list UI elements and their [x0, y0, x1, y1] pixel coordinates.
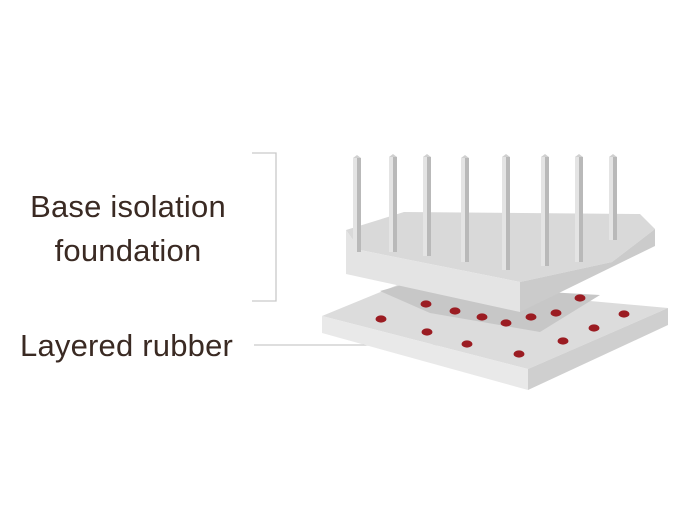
rubber-dot [461, 340, 473, 348]
rubber-dot [550, 309, 562, 317]
rubber-dot [476, 313, 488, 321]
base-isolation-bracket [252, 152, 277, 302]
rubber-dot [574, 294, 586, 302]
pillar [389, 154, 397, 252]
pillars [353, 154, 617, 270]
rubber-dot [421, 328, 433, 336]
pillar [609, 154, 617, 240]
layered-rubber-label: Layered rubber [20, 324, 244, 368]
rubber-dot [525, 313, 537, 321]
rubber-dot [557, 337, 569, 345]
rubber-dot [375, 315, 387, 323]
lower-slab-side [528, 308, 668, 390]
upper-slab-front [346, 230, 520, 312]
base-isolation-label-line2: foundation [54, 233, 202, 268]
upper-slab-side [520, 229, 655, 312]
pillar [502, 154, 510, 270]
rubber-dot [420, 300, 432, 308]
rubber-dot [513, 350, 525, 358]
pillar [575, 154, 583, 262]
rubber-dot [618, 310, 630, 318]
rubber-dots [375, 294, 630, 358]
pillar [541, 154, 549, 266]
layered-rubber-label-text: Layered rubber [20, 328, 234, 363]
rubber-dot [588, 324, 600, 332]
pillar [353, 155, 361, 252]
rubber-dot [500, 319, 512, 327]
base-isolation-label-line1: Base isolation [30, 189, 226, 224]
lower-slab [322, 284, 668, 390]
pillar [423, 154, 431, 256]
rubber-dot [449, 307, 461, 315]
base-isolation-foundation-label: Base isolation foundation [18, 185, 238, 273]
pillar [461, 155, 469, 262]
lower-slab-front [322, 316, 528, 390]
